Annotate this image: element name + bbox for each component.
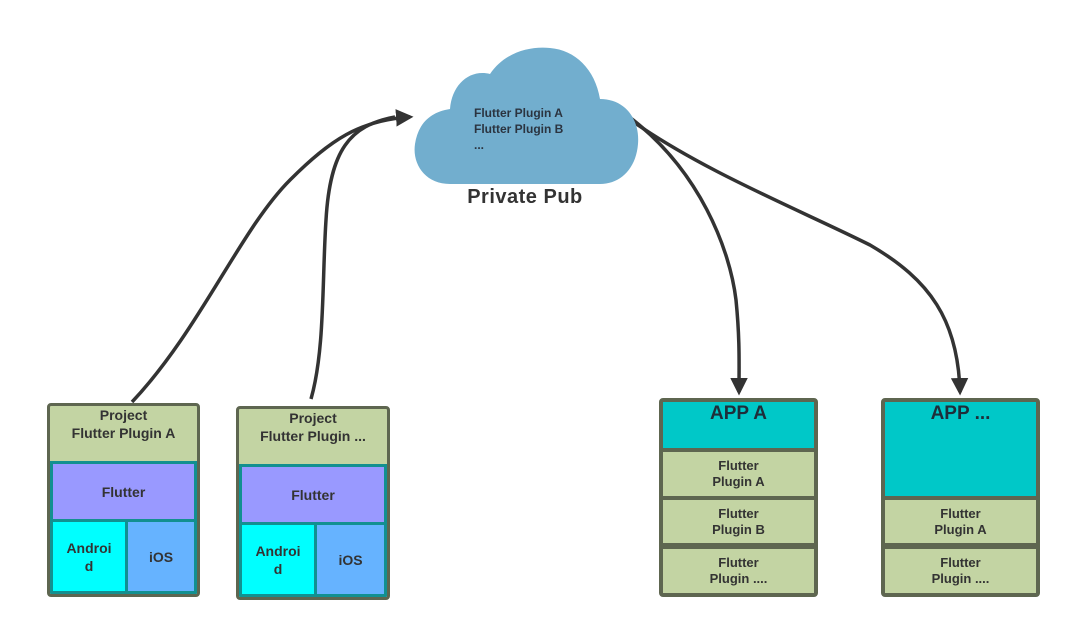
project-box-plugin-etc: Project Flutter Plugin ... Flutter Andro…: [236, 406, 390, 600]
project-title-line: Project: [99, 407, 148, 423]
plugin-label: Flutter: [718, 458, 759, 473]
app-title: APP A: [663, 402, 814, 448]
ios-layer: iOS: [128, 522, 194, 591]
cloud-item: Flutter Plugin A: [474, 106, 563, 120]
android-label: Androi: [255, 542, 301, 559]
plugin-label: Plugin A: [934, 521, 987, 537]
app-title: APP ...: [885, 402, 1036, 496]
plugin-label: Flutter: [940, 555, 981, 570]
plugin-label: Flutter: [940, 505, 981, 521]
arrow-project-a-to-pub: [130, 109, 414, 404]
cloud-plugin-list: Flutter Plugin A Flutter Plugin B ...: [474, 105, 563, 153]
arrow-project-etc-to-pub: [309, 115, 396, 400]
private-pub-cloud: [410, 44, 642, 189]
plugin-label: Plugin ....: [931, 571, 990, 586]
android-label: d: [273, 560, 283, 577]
plugin-label: Flutter: [718, 555, 759, 570]
plugin-label: Plugin B: [712, 521, 765, 537]
project-title-line: Flutter Plugin ...: [260, 428, 366, 444]
project-header: Project Flutter Plugin A: [50, 406, 197, 461]
android-label: Androi: [66, 539, 112, 556]
arrow-pub-to-app-etc: [626, 116, 969, 396]
private-pub-label: Private Pub: [467, 186, 583, 208]
project-header: Project Flutter Plugin ...: [239, 409, 387, 464]
android-label: d: [84, 557, 94, 574]
cloud-icon: [414, 47, 639, 185]
flutter-layer: Flutter: [239, 464, 387, 522]
ios-layer: iOS: [317, 525, 384, 594]
flutter-layer: Flutter: [50, 461, 197, 519]
plugin-label: Flutter: [718, 505, 759, 521]
cloud-item: Flutter Plugin B: [474, 122, 564, 136]
cloud-item: ...: [474, 138, 485, 152]
arrow-pub-to-app-a: [626, 114, 748, 396]
plugin-label: Plugin A: [712, 474, 765, 489]
plugin-label: Plugin ....: [709, 571, 768, 586]
project-title-line: Project: [289, 410, 337, 426]
project-title-line: Flutter Plugin A: [71, 425, 176, 441]
